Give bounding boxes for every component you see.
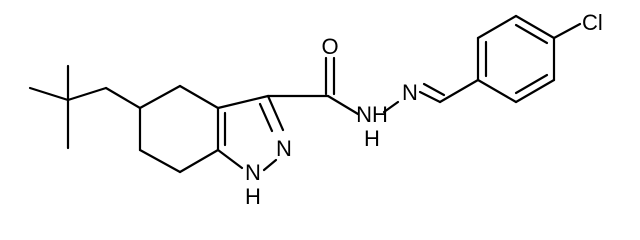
chemical-structure-diagram: O NH H N N N H Cl: [28, 10, 603, 209]
atom-amide-h: H: [364, 126, 380, 151]
bond-n2-n1: [262, 158, 278, 172]
atom-chlorine: Cl: [582, 10, 603, 35]
bond-nh-n: [382, 100, 400, 114]
bond-c3a-c3: [216, 94, 270, 110]
bond-ar6: [476, 78, 518, 104]
bond-n-ch-double: [422, 82, 446, 97]
bond-carbonyl-nh: [326, 94, 360, 116]
bond-n-ch: [418, 90, 442, 104]
bond-c3-n2: [266, 94, 285, 132]
bond-ar-cl: [552, 22, 582, 40]
atom-indazole-n2: N: [276, 136, 292, 161]
pyrazole-ring: [216, 94, 285, 172]
carbohydrazide-linker: [266, 56, 480, 116]
tert-butyl-group: [28, 64, 142, 150]
atom-indazole-h: H: [245, 184, 261, 209]
bond-c7-c7a: [178, 148, 220, 174]
tetrahydro-ring: [138, 84, 227, 174]
bond-c6-c7: [138, 148, 182, 174]
bond-ar3-double: [514, 23, 549, 45]
atom-hydrazone-n: N: [402, 80, 418, 105]
bond-ar3: [514, 14, 556, 40]
bond-ar5: [514, 78, 556, 104]
bond-ch-aryl: [438, 78, 480, 104]
atom-carbonyl-oxygen: O: [321, 34, 338, 59]
bond-ch2-ring: [104, 86, 142, 110]
bond-c4-c3a: [178, 84, 220, 110]
atom-amide-nh: NH: [356, 102, 388, 127]
atom-indazole-n1: N: [245, 160, 261, 185]
bond-c3-n2-double: [258, 102, 274, 133]
bond-ar5-double: [514, 73, 549, 95]
bond-n1-c7a: [216, 148, 244, 170]
bond-ar2: [476, 14, 518, 40]
chlorophenyl-ring: [476, 14, 582, 104]
atom-labels: O NH H N N N H Cl: [245, 10, 603, 209]
bond-tbu-methyl-left: [28, 86, 70, 102]
bond-c5-c4: [138, 84, 182, 110]
bond-tbu-ch2: [66, 86, 108, 102]
